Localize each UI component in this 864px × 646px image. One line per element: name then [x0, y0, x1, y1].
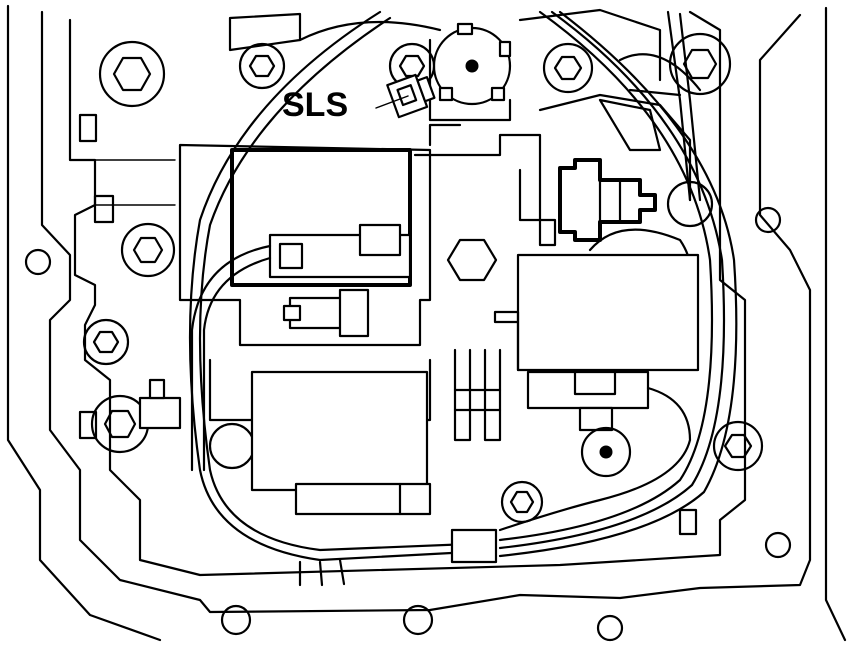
tab: [438, 86, 454, 102]
fitting: [148, 378, 166, 400]
bolt-icon: [120, 222, 176, 278]
sls-label: SLS: [282, 86, 348, 124]
harness-connector: [450, 528, 498, 564]
connector-latch: [573, 370, 617, 396]
case-bolt-hole: [220, 604, 252, 636]
plate-slot: [678, 508, 698, 536]
tab: [490, 86, 506, 102]
connector-latch: [358, 223, 402, 257]
case-bolt-hole: [24, 248, 52, 276]
valve-body-bolts: [82, 32, 764, 524]
case-bolt-hole: [402, 604, 434, 636]
solenoid-right: [493, 158, 700, 478]
tab: [456, 22, 474, 36]
solenoid-block-center: [178, 123, 557, 347]
bolt-icon: [98, 40, 166, 108]
connector-pin: [278, 242, 304, 270]
bolt-icon: [500, 480, 544, 524]
case-bolt-hole: [596, 614, 624, 642]
wire-harness: [188, 10, 738, 587]
case-outline: [6, 4, 847, 642]
bolt-icon: [82, 318, 130, 366]
bolt-icon: [238, 42, 286, 90]
solenoid-body: [516, 253, 700, 372]
plate-slot: [93, 194, 115, 224]
connector-pin: [578, 406, 614, 432]
tab: [498, 40, 512, 58]
sls-solenoid-top: [298, 20, 512, 122]
solenoid-lower: [208, 348, 502, 516]
solenoid-body: [250, 370, 429, 492]
bolt-icon: [666, 180, 714, 228]
solenoid-connector: [294, 482, 432, 516]
small-connector-left: [138, 288, 370, 430]
fitting: [138, 396, 182, 430]
case-bolt-hole: [764, 531, 792, 559]
plate-slot: [78, 410, 98, 440]
case-bolt-hole: [754, 206, 782, 234]
bolt-icon: [542, 42, 594, 94]
bolt-icon: [668, 32, 732, 96]
bolt-icon: [208, 422, 256, 470]
sls-callout: SLS: [282, 86, 409, 124]
bolt-icon: [712, 420, 764, 472]
bolt-icon: [446, 238, 498, 282]
plate-slot: [78, 113, 98, 143]
